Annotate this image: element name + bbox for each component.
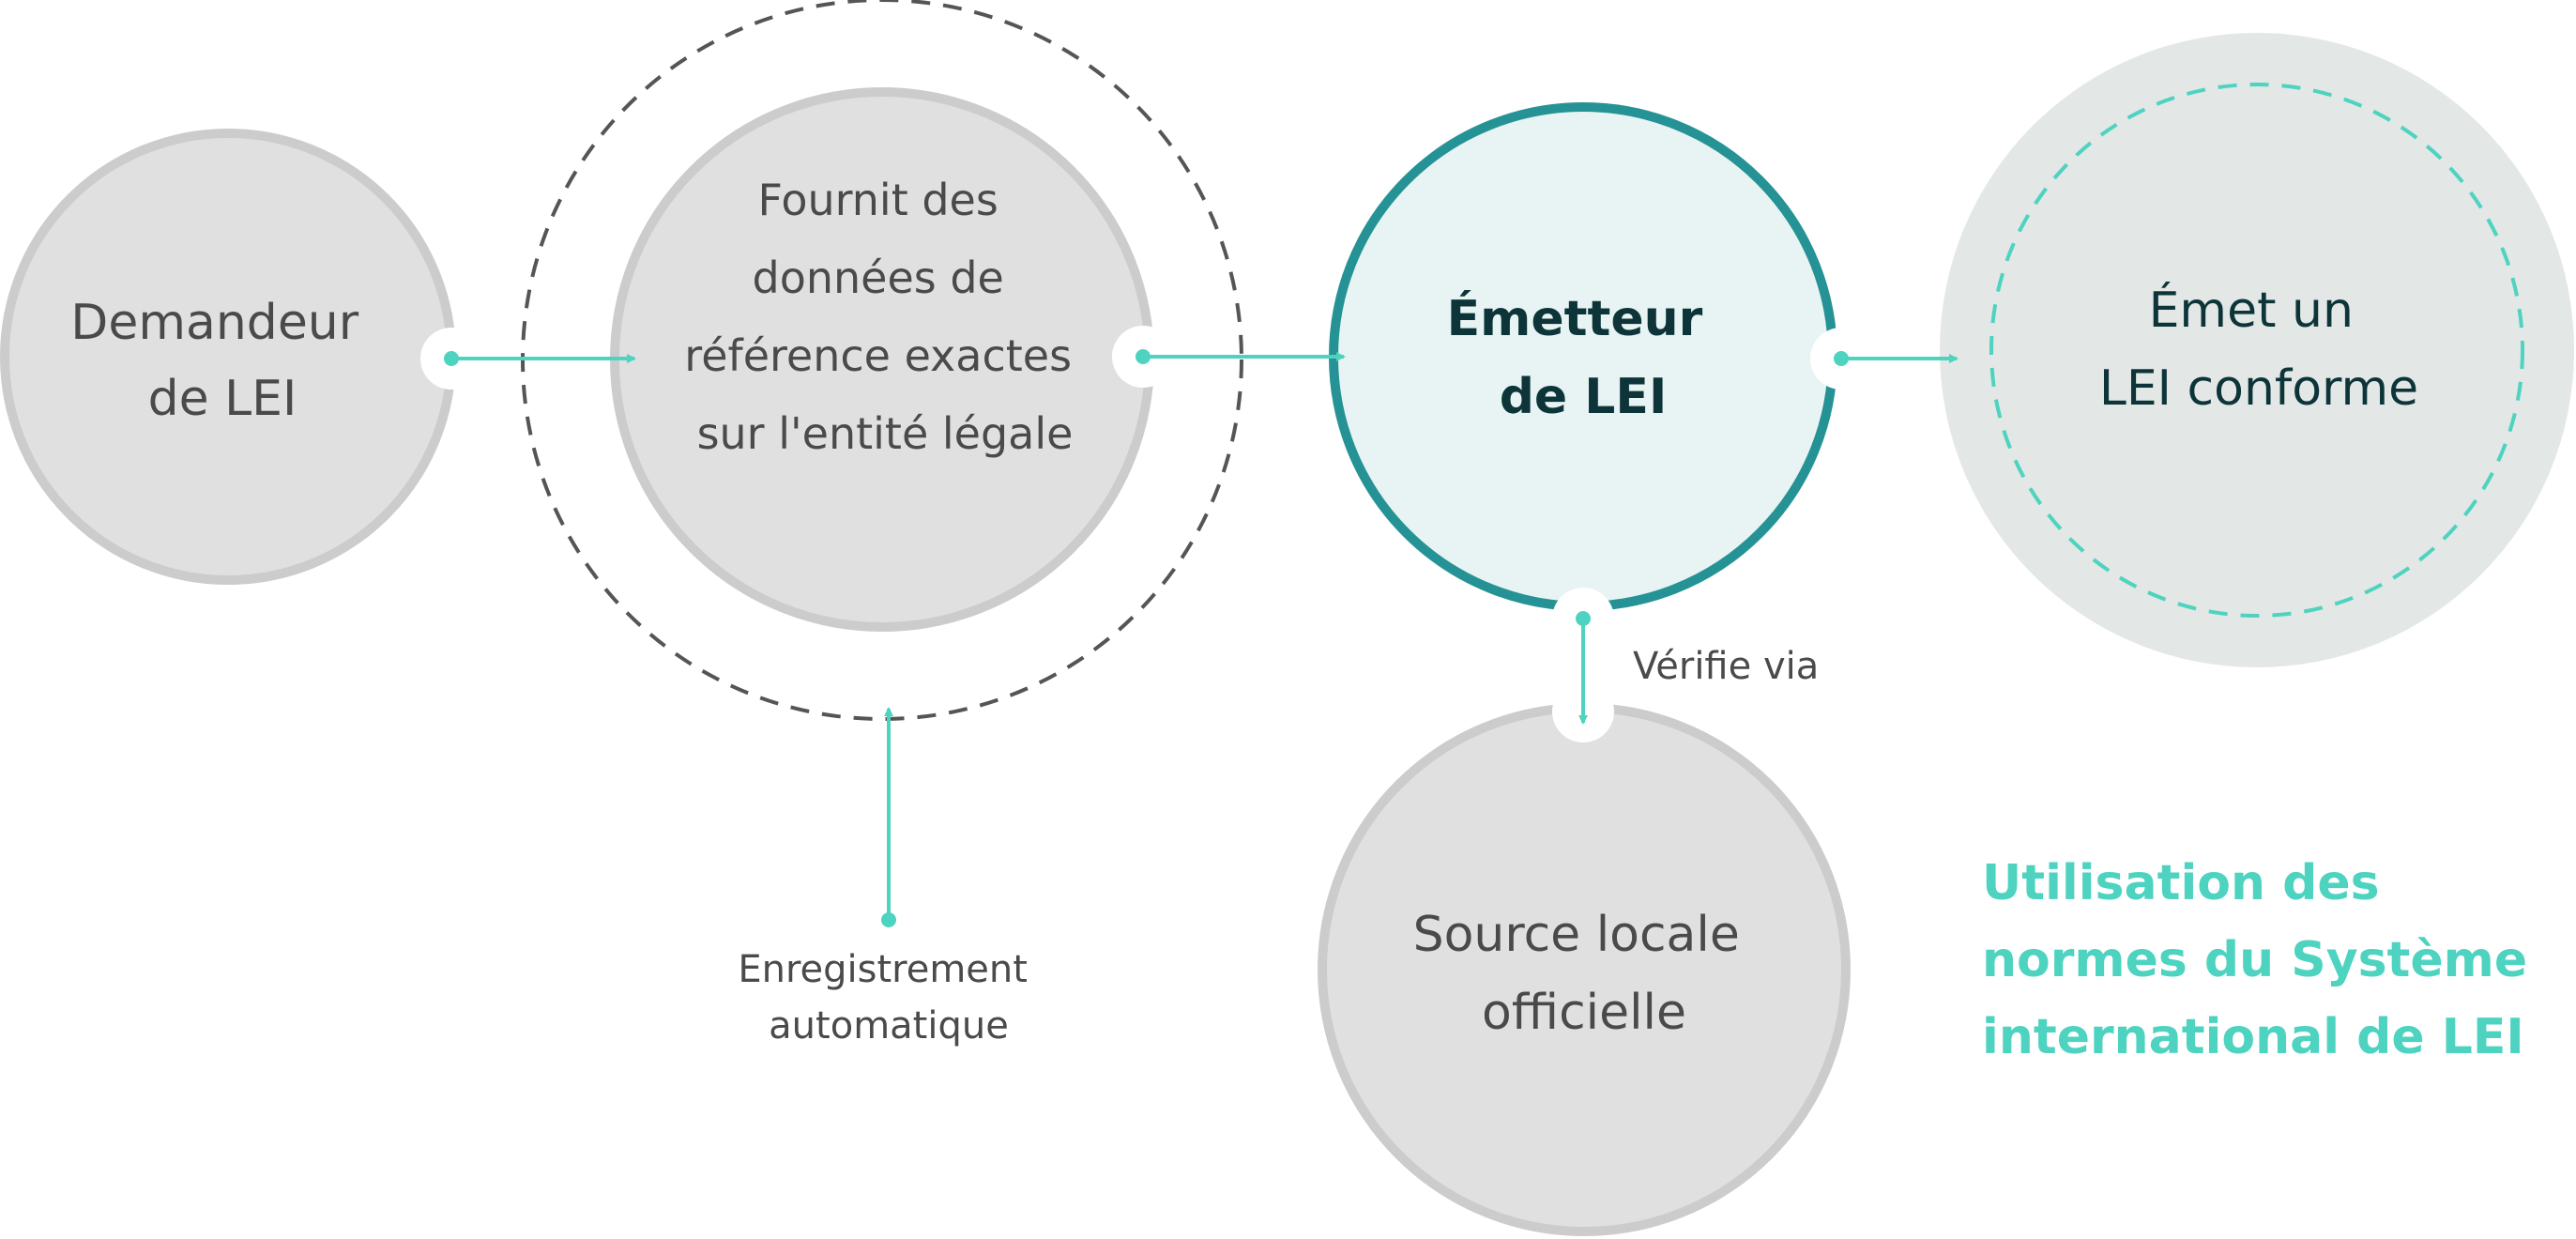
node-applicant-line-2: de LEI [148,371,297,427]
arrow-issuer-to-result [1834,351,1959,366]
node-result-circle [1940,33,2574,667]
node-source-line-2: officielle [1482,985,1686,1041]
caption-line-1: Utilisation des [1982,855,2380,911]
node-applicant-line-1: Demandeur [70,295,358,351]
node-issuer-circle [1329,102,1837,611]
node-issuer-label: Émetteur de LEI [1447,290,1720,425]
caption-line-3: international de LEI [1982,1009,2524,1065]
node-result: Émet un LEI conforme [1940,33,2574,667]
node-applicant-circle [0,129,456,585]
node-data-line-1: Fournit des [758,175,998,225]
node-result-dashed-ring [1989,83,2524,618]
arrow-registration-to-data [881,707,896,927]
arrow-applicant-to-data [444,351,636,366]
node-result-label: Émet un LEI conforme [2099,282,2418,417]
node-source-line-1: Source locale [1413,907,1740,963]
node-data-label: Fournit des données de référence exactes… [684,175,1085,459]
node-issuer-line-1: Émetteur [1447,290,1703,347]
edge-label-verify: Vérifie via [1633,645,1819,688]
node-data-line-4: sur l'entité légale [697,408,1074,459]
node-data-line-2: données de [753,252,1004,303]
edge-label-registration-line-2: automatique [769,1004,1009,1048]
caption-line-2: normes du Système [1982,932,2527,988]
node-result-line-2: LEI conforme [2099,360,2418,417]
node-applicant: Demandeur de LEI [0,129,456,585]
node-source-circle [1318,703,1851,1236]
node-source: Source locale officielle [1318,703,1851,1236]
node-data: Fournit des données de référence exactes… [610,87,1154,632]
node-source-label: Source locale officielle [1413,907,1756,1041]
arrow-issuer-to-source [1576,611,1591,725]
edge-label-registration: Enregistrement automatique [738,948,1039,1048]
edge-label-registration-line-1: Enregistrement [738,948,1028,991]
node-data-line-3: référence exactes [684,330,1072,381]
node-result-line-1: Émet un [2149,282,2354,339]
arrow-data-to-issuer [1136,349,1346,364]
node-issuer-line-2: de LEI [1500,369,1668,425]
caption: Utilisation des normes du Système intern… [1982,855,2544,1065]
node-applicant-label: Demandeur de LEI [70,295,373,427]
node-issuer: Émetteur de LEI [1329,102,1837,611]
